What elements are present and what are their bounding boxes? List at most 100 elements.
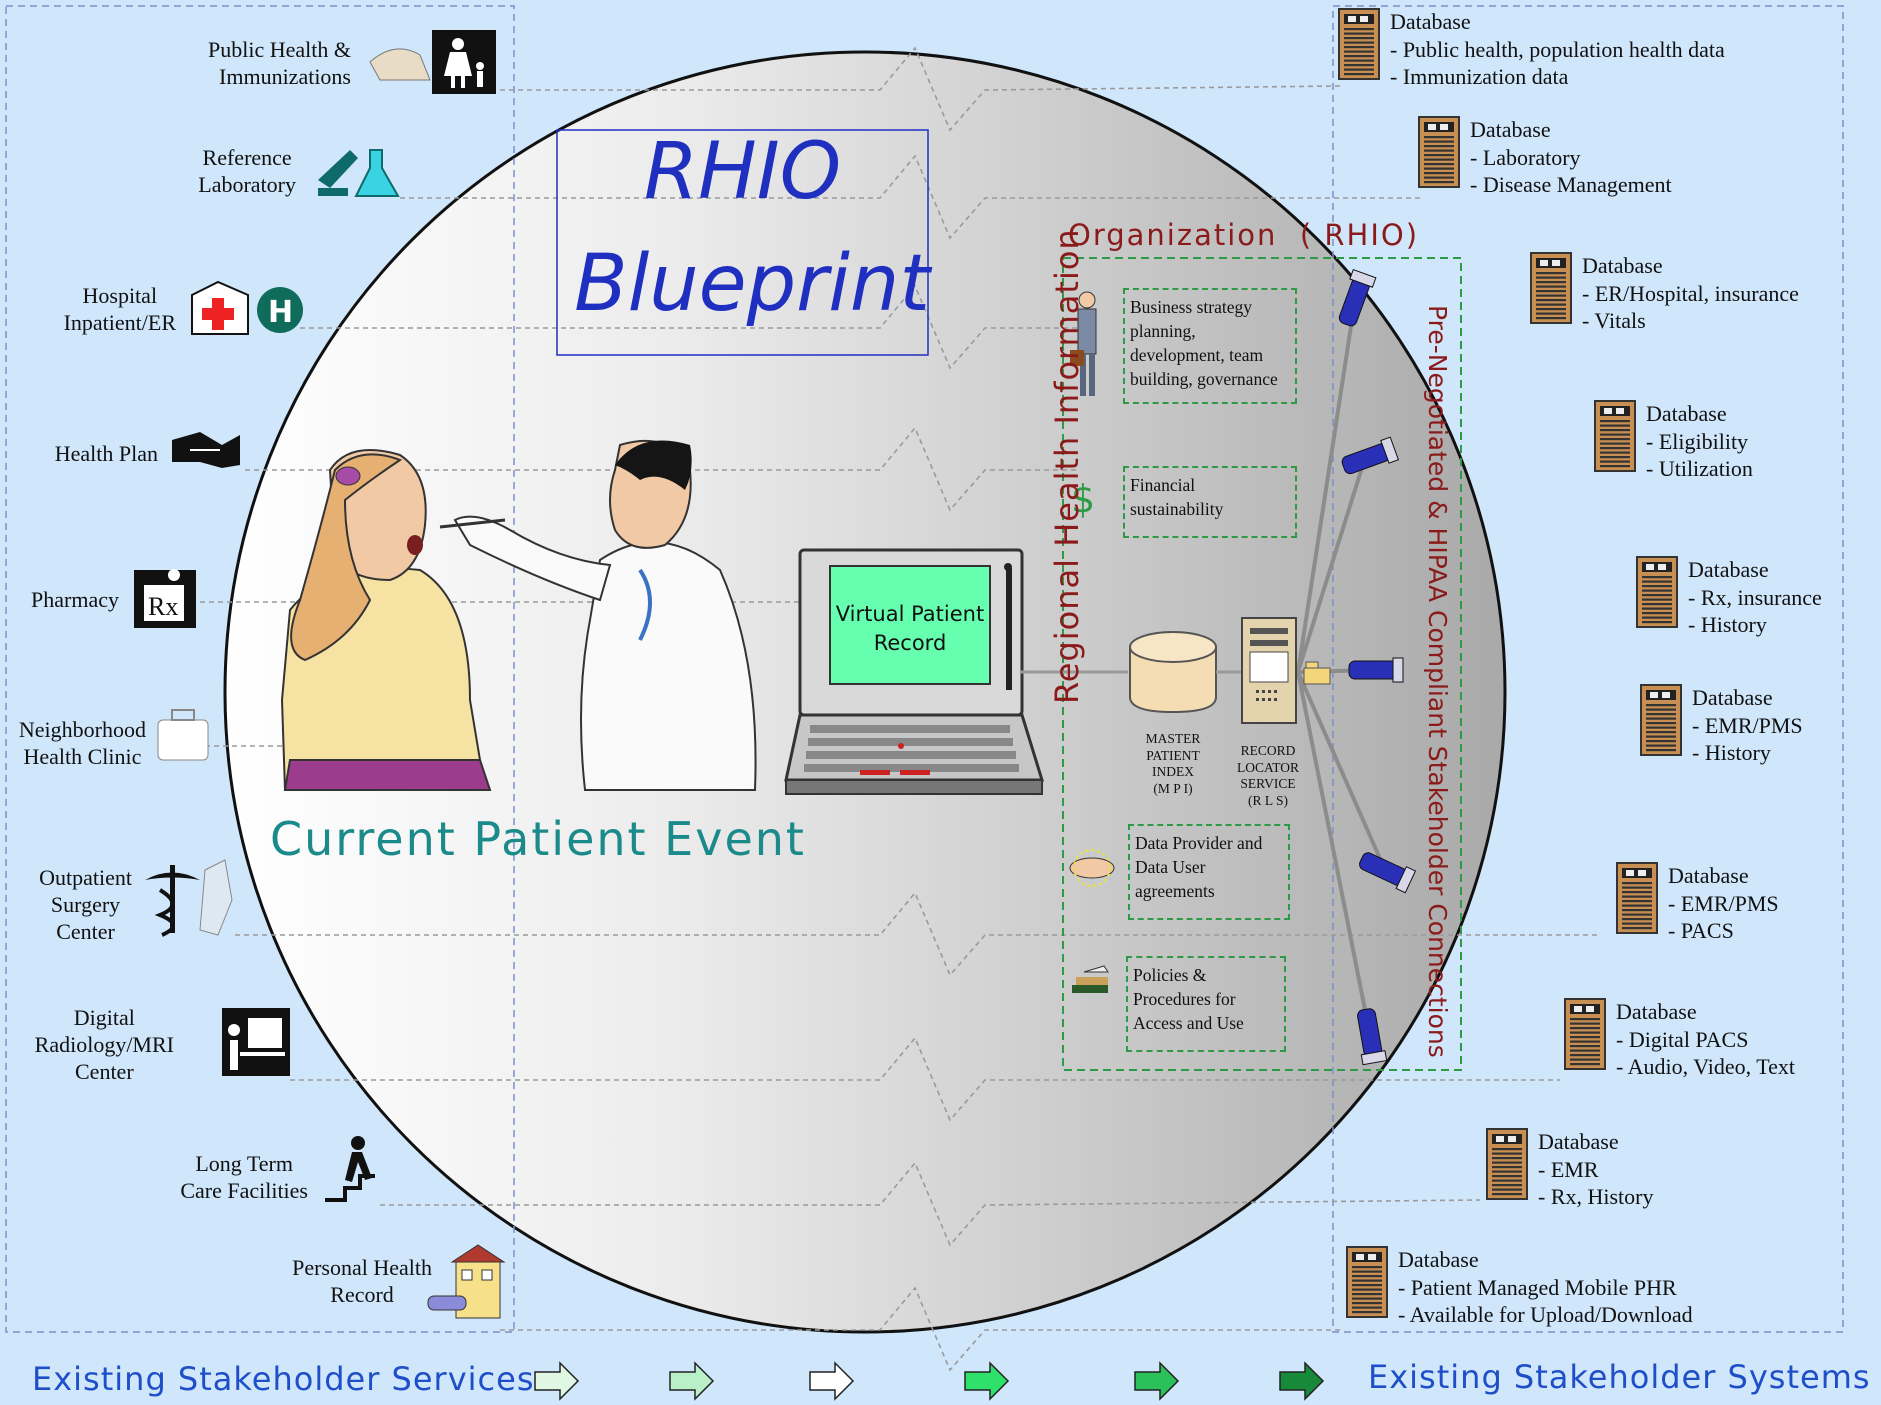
- database-item: - EMR/PMS: [1692, 712, 1803, 738]
- database-item: - Eligibility: [1646, 428, 1749, 454]
- agreement-handshake-icon: [1069, 849, 1115, 887]
- database-title: Database: [1582, 253, 1663, 278]
- database-title: Database: [1646, 401, 1727, 426]
- database-entry: Database- ER/Hospital, insurance- Vitals: [1530, 252, 1799, 335]
- handshake-icon: [172, 432, 240, 468]
- stakeholder-outpatient-surgery: Outpatient Surgery Center: [39, 864, 132, 945]
- stakeholder-line: Long Term: [195, 1151, 293, 1176]
- rhio-box-line: Policies &: [1133, 965, 1207, 985]
- svg-text:H: H: [268, 295, 293, 330]
- database-title: Database: [1470, 117, 1551, 142]
- rhio-box-line: sustainability: [1130, 499, 1224, 519]
- laptop-screen-line: Virtual Patient: [835, 602, 985, 626]
- connections-label: Pre-Negotiated & HIPAA Compliant Stakeho…: [1423, 305, 1452, 1058]
- rhio-box-line: Financial: [1130, 475, 1196, 495]
- stakeholder-line: Surgery: [50, 892, 121, 917]
- database-server-icon: [1486, 1128, 1528, 1200]
- database-title: Database: [1390, 9, 1471, 34]
- mother-child-icon: [432, 30, 496, 94]
- database-item: - EMR: [1538, 1156, 1599, 1182]
- database-item: - ER/Hospital, insurance: [1582, 280, 1799, 306]
- regional-health-information-label: Regional Health Information: [1048, 228, 1086, 704]
- database-entry: Database- Eligibility- Utilization: [1594, 400, 1753, 483]
- rhio-box-line: agreements: [1135, 881, 1215, 901]
- books-icon: [1072, 965, 1109, 993]
- stakeholder-line: Laboratory: [198, 172, 296, 197]
- database-text: Database- Eligibility- Utilization: [1646, 400, 1753, 483]
- database-entry: Database- Patient Managed Mobile PHR- Av…: [1346, 1246, 1693, 1329]
- stakeholder-line: Care Facilities: [180, 1178, 308, 1203]
- database-server-icon: [1636, 556, 1678, 628]
- stakeholder-neighborhood-clinic: Neighborhood Health Clinic: [19, 716, 146, 770]
- database-text: Database- Rx, insurance- History: [1688, 556, 1822, 639]
- medical-bag-icon: [157, 709, 209, 761]
- radiology-icon: [222, 1008, 290, 1076]
- rls-label-line: RECORD: [1240, 743, 1296, 758]
- database-item: - Rx, insurance: [1688, 584, 1822, 610]
- database-item: - Disease Management: [1470, 172, 1672, 197]
- stakeholder-personal-health-record: Personal Health Record: [292, 1254, 432, 1308]
- stakeholder-long-term-care: Long Term Care Facilities: [180, 1150, 308, 1204]
- stakeholder-line: Health Plan: [54, 441, 158, 466]
- rhio-box-line: Access and Use: [1133, 1013, 1244, 1033]
- microscope-flask-icon: [318, 149, 400, 197]
- database-item: - History: [1692, 740, 1771, 765]
- database-server-icon: [1346, 1246, 1388, 1318]
- stakeholder-line: Record: [330, 1282, 394, 1307]
- database-server-icon: [1640, 684, 1682, 756]
- rhio-box-line: Procedures for: [1133, 989, 1236, 1009]
- rx-icon: Rx: [134, 569, 196, 628]
- rls-label-line: SERVICE: [1240, 776, 1296, 791]
- database-item: - Public health, population health data: [1390, 36, 1725, 62]
- rhio-box-strategy: Business strategy planning, development,…: [1123, 288, 1297, 404]
- flashlight-icons: [1338, 268, 1417, 1066]
- database-item: - Rx, History: [1538, 1184, 1654, 1209]
- database-item: - Vitals: [1582, 308, 1646, 333]
- laptop-screen-text: Virtual Patient Record: [830, 600, 990, 658]
- database-server-icon: [1564, 998, 1606, 1070]
- database-item: - Utilization: [1646, 456, 1753, 481]
- database-server-icon: [1530, 252, 1572, 324]
- database-server-icon: [1338, 8, 1380, 80]
- database-item: - Digital PACS: [1616, 1026, 1749, 1052]
- stakeholder-line: Center: [75, 1059, 134, 1084]
- rhio-box-agreements: Data Provider and Data User agreements: [1128, 824, 1290, 920]
- stakeholder-line: Hospital: [82, 283, 158, 308]
- stakeholder-public-health: Public Health & Immunizations: [208, 36, 351, 90]
- stakeholder-pharmacy: Pharmacy: [31, 586, 119, 613]
- database-text: Database- ER/Hospital, insurance- Vitals: [1582, 252, 1799, 335]
- left-panel-border: [5, 5, 515, 1333]
- mpi-cylinder: [1129, 631, 1217, 714]
- vaccine-pill-icon: [369, 48, 431, 81]
- svg-text:Rx: Rx: [148, 592, 178, 621]
- stakeholder-line: Digital: [73, 1005, 135, 1030]
- database-entry: Database- Rx, insurance- History: [1636, 556, 1822, 639]
- database-server-icon: [1594, 400, 1636, 472]
- database-item: - EMR/PMS: [1668, 890, 1779, 916]
- organization-label: Organization ( RHIO): [1068, 218, 1420, 252]
- rhio-box-line: planning,: [1130, 321, 1196, 341]
- mpi-label-line: MASTER: [1145, 731, 1201, 746]
- stakeholder-line: Immunizations: [219, 64, 351, 89]
- mpi-label: MASTER PATIENT INDEX (M P I): [1133, 731, 1213, 797]
- database-title: Database: [1398, 1247, 1479, 1272]
- database-server-icon: [1616, 862, 1658, 934]
- right-panel-border: [1332, 5, 1844, 1333]
- footer-stakeholder-services: Existing Stakeholder Services: [32, 1360, 535, 1398]
- stakeholder-line: Personal Health: [292, 1255, 432, 1280]
- mpi-label-line: PATIENT: [1146, 747, 1200, 763]
- database-item: - Laboratory: [1470, 144, 1581, 170]
- database-item: - Patient Managed Mobile PHR: [1398, 1274, 1677, 1300]
- stakeholder-reference-lab: Reference Laboratory: [198, 144, 296, 198]
- current-patient-event-label: Current Patient Event: [270, 812, 806, 866]
- stairs-person-icon: [325, 1136, 375, 1202]
- database-item: - Available for Upload/Download: [1398, 1302, 1693, 1327]
- rhio-box-line: Data Provider and: [1135, 833, 1263, 853]
- database-text: Database- Laboratory- Disease Management: [1470, 116, 1672, 199]
- title-blueprint: Blueprint: [574, 239, 930, 329]
- database-text: Database- Public health, population heal…: [1390, 8, 1725, 91]
- stakeholder-line: Radiology/MRI: [34, 1032, 174, 1057]
- businessman-icon: [1070, 291, 1097, 396]
- mpi-label-line: (M P I): [1153, 780, 1193, 796]
